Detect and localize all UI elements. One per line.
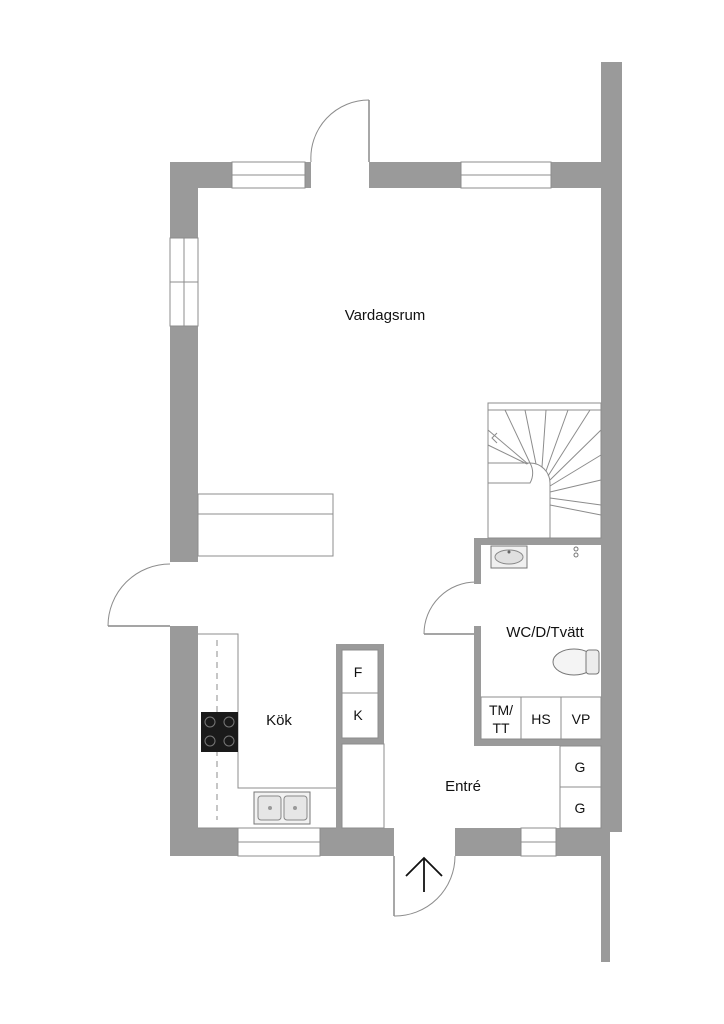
stove-icon <box>201 712 238 752</box>
entrance-closet <box>341 743 385 829</box>
entrance-arrow-icon <box>405 856 443 892</box>
room-label-entrance: Entré <box>445 778 481 795</box>
exterior-walls <box>170 62 622 962</box>
hs-label: HS <box>531 711 550 727</box>
tt-label: TT <box>492 720 510 736</box>
wardrobes <box>559 745 602 829</box>
laundry-units <box>480 696 602 740</box>
tm-label: TM/ <box>489 702 513 718</box>
fridge-freezer <box>341 649 379 739</box>
vp-label: VP <box>572 711 591 727</box>
sink-icon <box>253 791 311 825</box>
interior-walls <box>336 538 601 828</box>
doors <box>107 99 477 917</box>
wardrobe-label-top: G <box>575 759 586 775</box>
wc-basin-icon <box>490 545 528 569</box>
shower-tap-icon <box>573 546 579 558</box>
toilet-icon <box>552 648 600 676</box>
freezer-label: K <box>353 707 363 723</box>
wardrobe-label-bottom: G <box>575 800 586 816</box>
room-label-wc: WC/D/Tvätt <box>506 624 584 641</box>
dining-bench <box>197 493 334 557</box>
fridge-label: F <box>354 664 363 680</box>
staircase <box>487 402 602 539</box>
room-label-kitchen: Kök <box>266 712 292 729</box>
room-label-living: Vardagsrum <box>345 307 426 324</box>
windows <box>169 161 557 857</box>
